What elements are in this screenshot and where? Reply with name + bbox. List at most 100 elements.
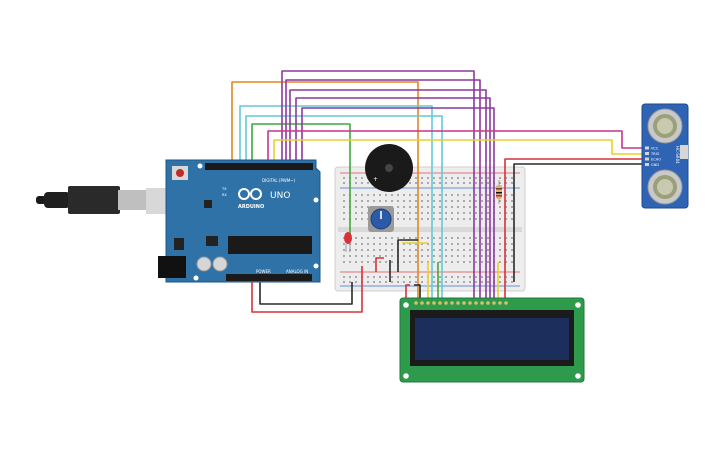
breadboard-hole	[415, 177, 417, 179]
breadboard-hole	[499, 200, 501, 202]
breadboard-hole	[499, 249, 501, 251]
breadboard[interactable]	[334, 166, 526, 292]
breadboard-hole	[409, 194, 411, 196]
lcd-pin[interactable]	[462, 301, 466, 305]
breadboard-hole	[481, 206, 483, 208]
lcd-pin[interactable]	[414, 301, 418, 305]
breadboard-hole	[361, 249, 363, 251]
wires	[231, 70, 646, 313]
breadboard-hole	[343, 212, 345, 214]
breadboard-hole	[481, 212, 483, 214]
breadboard-hole	[511, 212, 513, 214]
breadboard-hole	[415, 200, 417, 202]
breadboard-hole	[391, 281, 393, 283]
lcd-pin[interactable]	[504, 301, 508, 305]
breadboard-hole	[445, 281, 447, 283]
breadboard-hole	[451, 255, 453, 257]
breadboard-hole	[361, 255, 363, 257]
breadboard-hole	[403, 237, 405, 239]
breadboard-hole	[439, 200, 441, 202]
breadboard-hole	[457, 177, 459, 179]
wire-red-power	[251, 266, 363, 313]
breadboard-hole	[361, 177, 363, 179]
breadboard-hole	[367, 243, 369, 245]
lcd-16x2[interactable]	[399, 297, 585, 383]
lcd-screen	[415, 318, 569, 360]
breadboard-hole	[475, 276, 477, 278]
lcd-pin[interactable]	[450, 301, 454, 305]
breadboard-hole	[487, 281, 489, 283]
lcd-pins	[414, 301, 508, 305]
breadboard-hole	[445, 237, 447, 239]
breadboard-hole	[463, 281, 465, 283]
lcd-pin[interactable]	[432, 301, 436, 305]
wire-yellow	[273, 139, 646, 168]
breadboard-hole	[475, 200, 477, 202]
breadboard-hole	[481, 200, 483, 202]
lcd-pin[interactable]	[480, 301, 484, 305]
lcd-pin[interactable]	[492, 301, 496, 305]
breadboard-hole	[481, 237, 483, 239]
breadboard-hole	[373, 194, 375, 196]
breadboard-hole	[505, 206, 507, 208]
breadboard-hole	[403, 243, 405, 245]
breadboard-hole	[499, 206, 501, 208]
breadboard-hole	[403, 249, 405, 251]
breadboard-hole	[499, 281, 501, 283]
resistor[interactable]	[496, 180, 502, 204]
breadboard-hole	[475, 218, 477, 220]
breadboard-hole	[505, 249, 507, 251]
breadboard-hole	[391, 237, 393, 239]
breadboard-hole	[505, 261, 507, 263]
breadboard-hole	[433, 206, 435, 208]
sensor-pin[interactable]	[645, 152, 649, 155]
sensor-pin[interactable]	[645, 157, 649, 161]
breadboard-hole	[379, 255, 381, 257]
lcd-pin[interactable]	[438, 301, 442, 305]
lcd-pin[interactable]	[486, 301, 490, 305]
breadboard-hole	[439, 281, 441, 283]
arduino-uno[interactable]: ARDUINO UNO DIGITAL (PWM~) POWER ANALOG …	[36, 159, 321, 283]
breadboard-hole	[445, 218, 447, 220]
breadboard-hole	[379, 194, 381, 196]
reset-button[interactable]	[176, 169, 184, 177]
wire-magenta	[267, 130, 646, 168]
breadboard-hole	[373, 237, 375, 239]
lcd-pin[interactable]	[498, 301, 502, 305]
breadboard-hole	[421, 281, 423, 283]
breadboard-hole	[433, 237, 435, 239]
red-led[interactable]	[344, 232, 352, 252]
breadboard-hole	[445, 276, 447, 278]
breadboard-hole	[505, 182, 507, 184]
lcd-pin[interactable]	[468, 301, 472, 305]
breadboard-hole	[343, 200, 345, 202]
sensor-pin-label: ECHO	[651, 158, 661, 162]
sensor-pin[interactable]	[645, 163, 649, 166]
lcd-pin[interactable]	[420, 301, 424, 305]
breadboard-hole	[457, 218, 459, 220]
lcd-pin[interactable]	[444, 301, 448, 305]
piezo-buzzer[interactable]: +	[365, 144, 413, 192]
breadboard-hole	[475, 281, 477, 283]
lcd-pin[interactable]	[456, 301, 460, 305]
breadboard-hole	[457, 182, 459, 184]
breadboard-hole	[415, 212, 417, 214]
breadboard-hole	[349, 261, 351, 263]
breadboard-hole	[475, 212, 477, 214]
breadboard-hole	[397, 200, 399, 202]
lcd-pin[interactable]	[426, 301, 430, 305]
breadboard-hole	[343, 243, 345, 245]
breadboard-hole	[457, 243, 459, 245]
lcd-pin[interactable]	[474, 301, 478, 305]
rx-label: RX	[222, 193, 227, 197]
sensor-pin[interactable]	[645, 146, 649, 150]
breadboard-hole	[511, 200, 513, 202]
breadboard-hole	[499, 243, 501, 245]
breadboard-hole	[385, 261, 387, 263]
breadboard-hole	[433, 182, 435, 184]
breadboard-hole	[427, 206, 429, 208]
breadboard-hole	[469, 249, 471, 251]
analog-label: ANALOG IN	[286, 269, 308, 274]
potentiometer[interactable]	[368, 206, 394, 232]
